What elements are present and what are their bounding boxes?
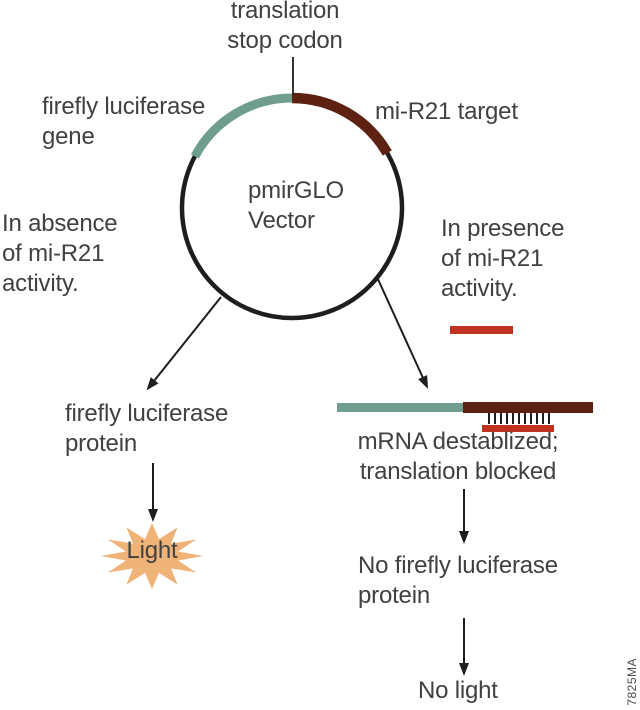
firefly-gene-arc: [190, 93, 293, 159]
protein-label: firefly luciferase protein: [65, 400, 229, 457]
light-burst-icon: [101, 523, 203, 589]
left-branch-arrow: [146, 296, 222, 391]
mirna-bar-bound: [482, 425, 554, 432]
plasmid-name-label: pmirGLO Vector: [248, 177, 344, 234]
absence-condition-label: In absence of mi-R21 activity.: [2, 210, 118, 297]
figure-code: 7825MA: [625, 658, 639, 706]
right-branch-arrow: [376, 276, 428, 389]
stop-codon-label: translation stop codon: [227, 0, 343, 54]
base-pairing-hatch: [488, 413, 550, 424]
mirna-bar-free: [450, 326, 513, 334]
light-result-label: Light: [126, 537, 178, 564]
firefly-gene-label: firefly luciferase gene: [42, 93, 206, 150]
mrna-bar-luciferase: [337, 403, 463, 412]
no-light-result-label: No light: [418, 677, 498, 704]
presence-condition-label: In presence of mi-R21 activity.: [441, 215, 565, 302]
mir21-target-arc: [291, 92, 392, 156]
mrna-bar-target: [463, 402, 593, 413]
no-protein-label: No firefly luciferase protein: [358, 552, 558, 609]
mir21-target-label: mi-R21 target: [375, 98, 518, 125]
mrna-status-label: mRNA destablized; translation blocked: [357, 428, 559, 485]
